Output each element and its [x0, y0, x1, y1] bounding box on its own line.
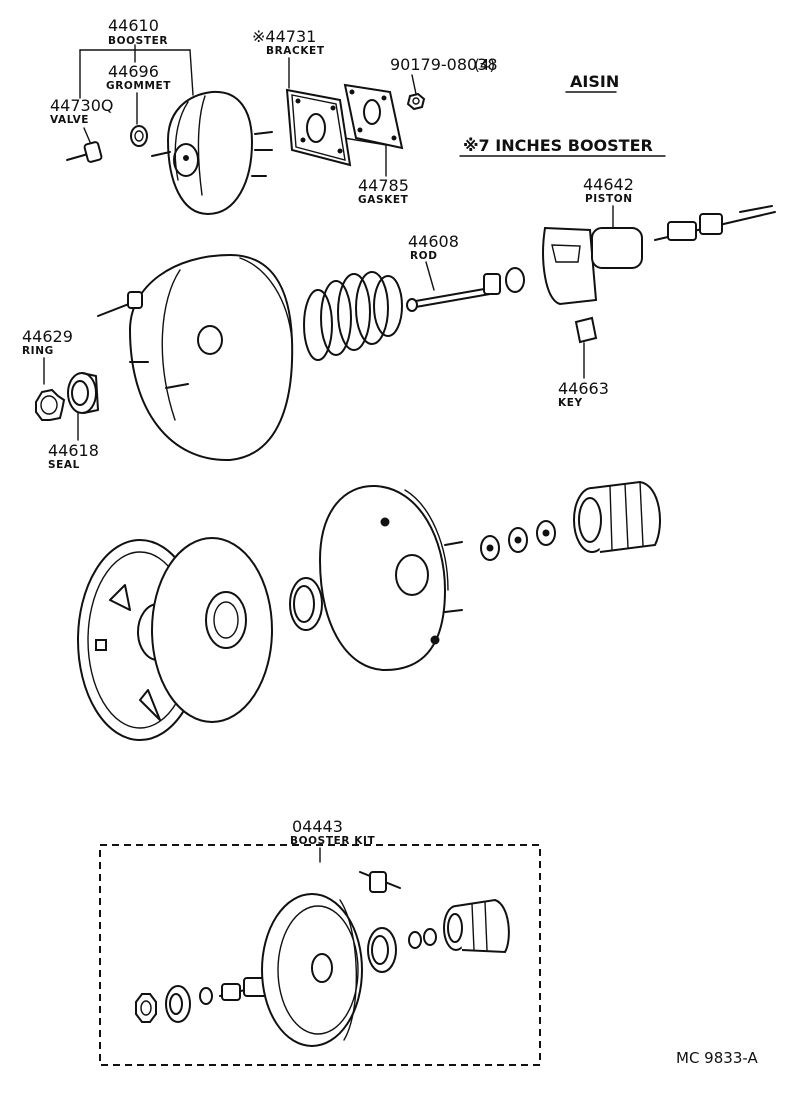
seal-number: 44618: [48, 441, 99, 460]
piston-number: 44642: [583, 175, 634, 194]
rod-leader: [425, 261, 435, 291]
kit-number: 04443: [292, 817, 343, 836]
key-name: KEY: [558, 397, 583, 409]
kit-washer-1: [408, 931, 422, 949]
nut-number: 90179-08038: [390, 55, 498, 74]
bracket-name: BRACKET: [266, 45, 325, 57]
variant-note: ※7 INCHES BOOSTER: [463, 136, 653, 155]
rod-number: 44608: [408, 232, 459, 251]
grommet-part: [130, 125, 148, 147]
booster-number: 44610: [108, 16, 159, 35]
key-number: 44663: [558, 379, 609, 398]
kit-dashed-border: [99, 844, 541, 1066]
gasket-part: [343, 83, 404, 150]
leader-lines: [43, 44, 666, 863]
bracket-part: [285, 88, 352, 167]
front-shell: [318, 484, 463, 672]
washers-row: [480, 520, 556, 561]
ring-name: RING: [22, 345, 54, 357]
booster-small-view: [66, 90, 273, 216]
kit-bellows: [443, 898, 510, 954]
piston-stem: [654, 205, 776, 241]
brand-label: AISIN: [570, 72, 619, 91]
valve-number: 44730Q: [50, 96, 114, 115]
labels: 44610 BOOSTER 44696 GROMMET 44730Q VALVE…: [22, 16, 758, 1067]
piston-name: PISTON: [585, 193, 633, 205]
nut-part: [406, 92, 426, 111]
gasket-number: 44785: [358, 176, 409, 195]
grommet-name: GROMMET: [106, 80, 171, 92]
seal-part: [67, 372, 99, 414]
valve-name: VALVE: [50, 114, 89, 126]
key-part: [574, 316, 598, 344]
kit-spacer: [199, 987, 213, 1005]
grommet-number: 44696: [108, 62, 159, 81]
kit-seal: [165, 985, 191, 1023]
front-shell-seal: [289, 577, 323, 631]
rod-name: ROD: [410, 250, 438, 262]
booster-kit-group: [99, 844, 541, 1066]
kit-seal-2: [367, 927, 397, 973]
push-rod-part: [406, 267, 525, 312]
piston-part: [542, 205, 776, 306]
kit-check-valve: [359, 871, 401, 893]
diaphragm: [151, 537, 273, 723]
seal-name: SEAL: [48, 459, 80, 471]
rear-stud-left: [129, 361, 189, 389]
ring-part: [35, 388, 66, 421]
bellows-boot: [573, 480, 661, 553]
nut-quantity: (4): [474, 56, 495, 74]
kit-washer-2: [423, 928, 437, 946]
return-spring: [303, 271, 403, 361]
kit-diaphragm-plate: [261, 893, 363, 1047]
valve-leader: [83, 127, 91, 143]
nut-leader: [411, 74, 417, 95]
gasket-name: GASKET: [358, 194, 409, 206]
drawing-code: MC 9833-A: [676, 1049, 758, 1067]
kit-ring: [135, 993, 157, 1023]
bracket-number: ※44731: [252, 27, 316, 46]
check-valve-port: [97, 291, 143, 317]
booster-name: BOOSTER: [108, 35, 168, 47]
booster-rear-shell: [97, 253, 294, 462]
ring-number: 44629: [22, 327, 73, 346]
booster-shell-small: [151, 90, 273, 216]
valve-part: [66, 141, 103, 163]
